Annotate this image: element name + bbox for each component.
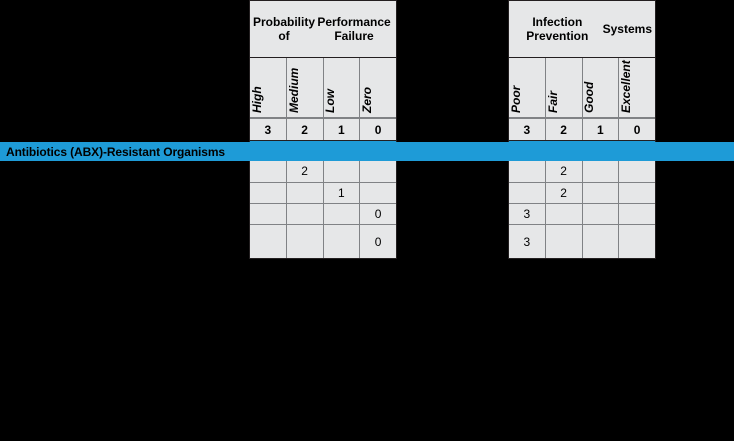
- column-header-high-label: High: [250, 86, 264, 113]
- cell-b-r3-c0[interactable]: 3: [509, 225, 546, 258]
- matrix-block-infection-prevention-systems: Infection Prevention Systems Poor Fair G…: [508, 0, 656, 259]
- column-header-good-label: Good: [582, 81, 597, 113]
- column-header-fair: Fair: [545, 58, 583, 117]
- cell-a-r3-c3[interactable]: 0: [360, 225, 396, 258]
- cell-b-r2-c3[interactable]: [619, 204, 655, 224]
- cell-a-r3-c2[interactable]: [323, 225, 361, 258]
- cell-a-r1-c2[interactable]: 1: [323, 183, 361, 203]
- table-row: 3: [509, 225, 655, 258]
- score-excellent: 0: [619, 119, 655, 140]
- cell-a-r2-c1[interactable]: [286, 204, 324, 224]
- column-header-low: Low: [323, 58, 361, 117]
- column-header-high: High: [250, 58, 287, 117]
- group-title-line-2: Performance Failure: [317, 15, 391, 43]
- cell-b-r0-c3[interactable]: [619, 160, 655, 182]
- group-title-line-1: Probability of: [253, 15, 316, 43]
- cell-a-r1-c1[interactable]: [286, 183, 324, 203]
- cell-a-r1-c3[interactable]: [360, 183, 396, 203]
- cell-b-r1-c0[interactable]: [509, 183, 546, 203]
- table-row: 3: [509, 204, 655, 225]
- cell-b-r2-c1[interactable]: [545, 204, 583, 224]
- column-header-poor: Poor: [509, 58, 546, 117]
- score-high: 3: [250, 119, 287, 140]
- cell-a-r2-c2[interactable]: [323, 204, 361, 224]
- cell-a-r0-c0[interactable]: [250, 160, 287, 182]
- cell-a-r2-c3[interactable]: 0: [360, 204, 396, 224]
- cell-b-r3-c2[interactable]: [582, 225, 620, 258]
- score-zero: 0: [360, 119, 396, 140]
- cell-b-r0-c2[interactable]: [582, 160, 620, 182]
- table-row: 2: [509, 183, 655, 204]
- score-poor: 3: [509, 119, 546, 140]
- column-header-poor-label: Poor: [509, 85, 523, 113]
- score-medium: 2: [286, 119, 324, 140]
- category-band-abx-resistant-organisms: Antibiotics (ABX)-Resistant Organisms: [0, 142, 734, 161]
- cell-b-r2-c2[interactable]: [582, 204, 620, 224]
- column-label-row-infection-prevention: Poor Fair Good Excellent: [509, 58, 655, 118]
- cell-b-r0-c1[interactable]: 2: [545, 160, 583, 182]
- group-title-infection-prevention: Infection Prevention Systems: [509, 1, 655, 58]
- column-header-excellent-label: Excellent: [619, 60, 634, 113]
- cell-b-r0-c0[interactable]: [509, 160, 546, 182]
- column-header-medium-label: Medium: [286, 67, 301, 113]
- column-header-fair-label: Fair: [545, 90, 560, 113]
- column-header-medium: Medium: [286, 58, 324, 117]
- cell-b-r1-c3[interactable]: [619, 183, 655, 203]
- cell-b-r1-c1[interactable]: 2: [545, 183, 583, 203]
- category-band-label: Antibiotics (ABX)-Resistant Organisms: [6, 144, 225, 159]
- cell-a-r1-c0[interactable]: [250, 183, 287, 203]
- score-row-probability: 3 2 1 0: [250, 118, 396, 140]
- table-row: 2: [250, 160, 396, 183]
- score-low: 1: [323, 119, 361, 140]
- score-fair: 2: [545, 119, 583, 140]
- column-label-row-probability: High Medium Low Zero: [250, 58, 396, 118]
- table-row: 1: [250, 183, 396, 204]
- table-row: 2: [509, 160, 655, 183]
- column-header-low-label: Low: [323, 89, 338, 113]
- cell-a-r3-c1[interactable]: [286, 225, 324, 258]
- matrix-block-probability-of-performance-failure: Probability of Performance Failure High …: [249, 0, 397, 259]
- cell-b-r2-c0[interactable]: 3: [509, 204, 546, 224]
- column-header-excellent: Excellent: [619, 58, 655, 117]
- table-row: 0: [250, 225, 396, 258]
- group-title-line-1: Infection Prevention: [526, 15, 589, 43]
- cell-b-r3-c3[interactable]: [619, 225, 655, 258]
- cell-a-r2-c0[interactable]: [250, 204, 287, 224]
- group-title-probability: Probability of Performance Failure: [250, 1, 396, 58]
- cell-a-r0-c2[interactable]: [323, 160, 361, 182]
- table-row: 0: [250, 204, 396, 225]
- score-row-infection-prevention: 3 2 1 0: [509, 118, 655, 140]
- cell-a-r0-c1[interactable]: 2: [286, 160, 324, 182]
- cell-b-r3-c1[interactable]: [545, 225, 583, 258]
- cell-a-r3-c0[interactable]: [250, 225, 287, 258]
- score-good: 1: [582, 119, 620, 140]
- column-header-zero-label: Zero: [360, 86, 375, 113]
- column-header-good: Good: [582, 58, 620, 117]
- cell-a-r0-c3[interactable]: [360, 160, 396, 182]
- column-header-zero: Zero: [360, 58, 396, 117]
- cell-b-r1-c2[interactable]: [582, 183, 620, 203]
- group-title-line-2: Systems: [602, 22, 652, 36]
